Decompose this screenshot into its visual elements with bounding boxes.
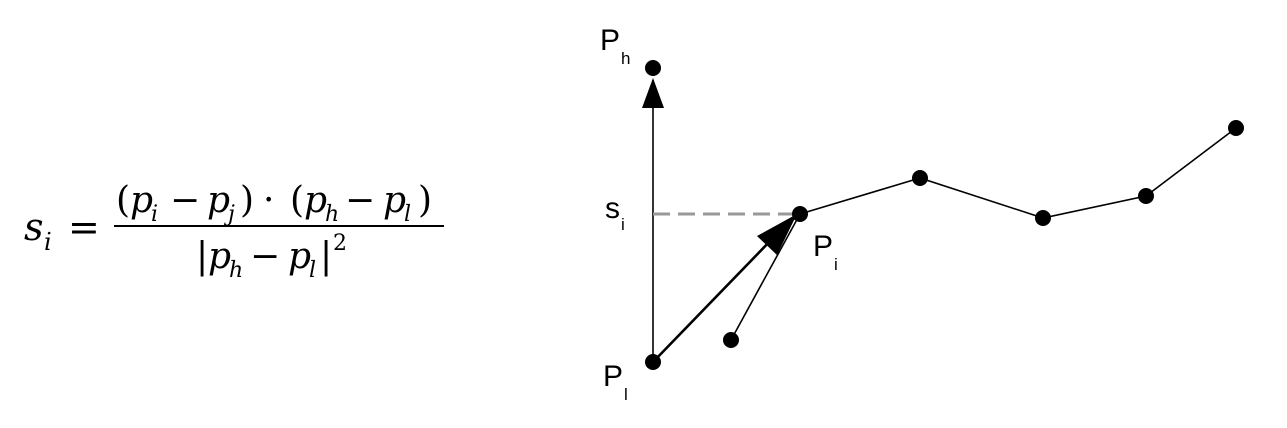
segment-prev-to-pi [730,213,801,341]
label-ph-main: P [600,24,620,57]
den-p-1: p [208,236,231,277]
den-minus: − [250,236,280,277]
label-pl-sub: l [624,385,628,404]
num-open-paren-2: ( [290,180,304,221]
point-pl [645,354,661,370]
formula-equals: = [68,205,100,249]
formula-denominator: | p h − p l | 2 [196,231,347,283]
point-next-2 [1035,210,1051,226]
point-ph [645,60,661,76]
label-pl: P l [603,360,628,404]
num-dot: · [263,180,274,221]
formula-numerator: ( p i − p j ) · ( p h − p l ) [116,180,432,227]
num-close-paren-1: ) [240,180,254,221]
den-p-1-sub: h [229,258,243,283]
num-p-2: p [207,180,230,221]
point-pi [792,206,808,222]
den-p-2: p [288,236,311,277]
label-si: s i [605,192,625,234]
formula-lhs-var: s [24,205,44,249]
den-exponent: 2 [333,231,347,256]
vector-pl-to-pi [652,235,776,363]
num-p-1: p [130,180,153,221]
den-bar-1: | [196,236,208,277]
trajectory-polyline [799,127,1237,219]
den-p-2-sub: l [309,258,316,283]
num-minus-1: − [170,180,200,221]
formula-lhs-sub: i [44,228,52,256]
point-prev [723,332,739,348]
num-p-4-sub: l [404,202,411,227]
num-p-3-sub: h [325,202,339,227]
point-next-4 [1228,120,1244,136]
num-p-3: p [304,180,327,221]
label-pi: P i [813,230,838,274]
diagram: P h s i P i P l [600,24,1244,404]
num-p-1-sub: i [151,202,158,227]
axis-arrowhead [642,78,664,108]
num-minus-2: − [345,180,375,221]
label-ph: P h [600,24,630,68]
label-si-sub: i [621,215,625,234]
point-next-3 [1138,188,1154,204]
formula: s i = ( p i − p j ) · ( p h − p l ) | p … [24,180,444,283]
label-pl-main: P [603,360,623,393]
point-next-1 [912,170,928,186]
den-bar-2: | [320,236,332,277]
label-pi-sub: i [834,255,838,274]
label-si-main: s [605,192,620,225]
num-close-paren-2: ) [418,180,432,221]
num-p-4: p [383,180,406,221]
vector-arrowhead [757,214,797,255]
label-pi-main: P [813,230,833,263]
num-open-paren-1: ( [116,180,130,221]
label-ph-sub: h [621,49,630,68]
